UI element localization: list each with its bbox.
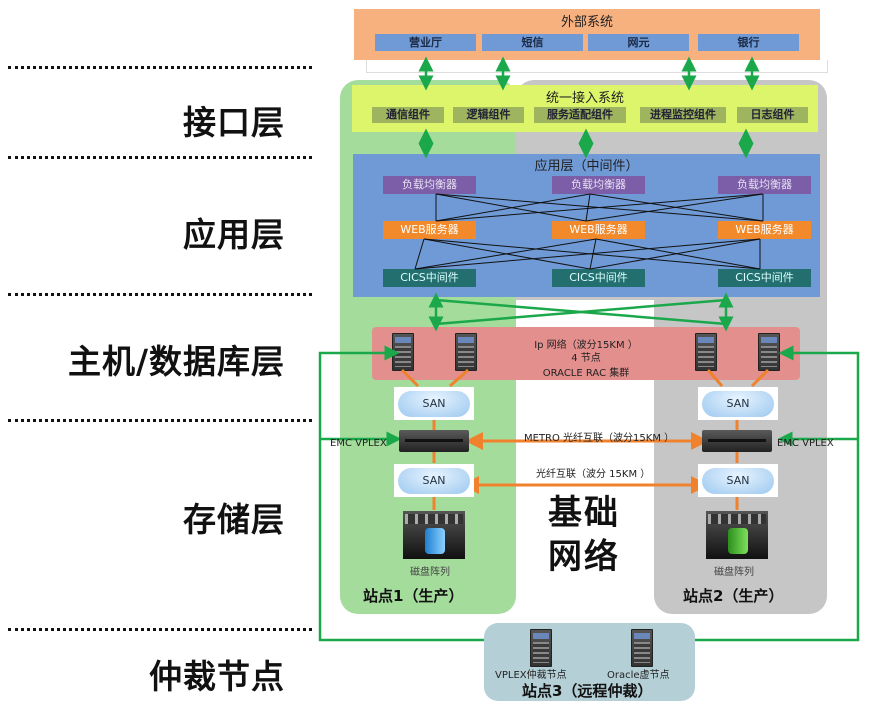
db-node-count-text: 4 节点 xyxy=(571,353,601,364)
external-system-title: 外部系统 xyxy=(560,15,613,30)
load-balancer: 负载均衡器 xyxy=(383,176,476,194)
san-cloud-icon: SAN xyxy=(394,387,474,420)
web-server: WEB服务器 xyxy=(383,221,476,239)
san-cloud-icon: SAN xyxy=(394,464,474,497)
orange-links xyxy=(400,368,770,510)
layer-label-interface: 接口层 xyxy=(183,103,285,142)
unified-access-title: 统一接入系统 xyxy=(545,91,624,106)
disk-array-label: 磁盘阵列 xyxy=(410,567,450,578)
base-network-label: 基础网络 xyxy=(536,491,632,579)
green-links xyxy=(318,56,860,648)
disk-array-label: 磁盘阵列 xyxy=(714,567,754,578)
vplex-label-right: EMC VPLEX xyxy=(777,438,834,449)
application-layer-box: 应用层（中间件） 负载均衡器 负载均衡器 负载均衡器 WEB服务器 WEB服务器… xyxy=(353,154,820,297)
vplex-witness-server-icon xyxy=(530,629,552,667)
vplex-device-icon xyxy=(399,430,469,452)
external-item-sms: 短信 xyxy=(482,34,583,51)
layer-divider xyxy=(8,293,312,296)
component-log: 日志组件 xyxy=(737,107,808,123)
site1-title: 站点1（生产） xyxy=(363,587,464,605)
site2-title: 站点2（生产） xyxy=(683,587,784,605)
external-system-box: 外部系统 营业厅 短信 网元 银行 xyxy=(354,9,820,60)
cics-middleware: CICS中间件 xyxy=(383,269,476,287)
layer-label-storage: 存储层 xyxy=(183,500,285,539)
layer-label-arbitration: 仲裁节点 xyxy=(149,657,285,696)
unified-access-box: 统一接入系统 通信组件 逻辑组件 服务适配组件 进程监控组件 日志组件 xyxy=(352,85,818,132)
vplex-label-left: EMC VPLEX xyxy=(330,438,387,449)
external-item-bank: 银行 xyxy=(698,34,799,51)
link-arbitration-left xyxy=(318,345,535,648)
base-network-line: 网络 xyxy=(548,537,620,577)
component-process-monitor: 进程监控组件 xyxy=(640,107,726,123)
app-mesh-lines xyxy=(414,193,764,270)
layer-divider xyxy=(8,156,312,159)
external-item-network-element: 网元 xyxy=(588,34,689,51)
link-arbitration-right xyxy=(652,345,860,648)
cics-middleware: CICS中间件 xyxy=(718,269,811,287)
vplex-witness-label: VPLEX仲裁节点 xyxy=(495,670,567,681)
site3-title: 站点3（远程仲裁） xyxy=(522,682,653,700)
component-logic: 逻辑组件 xyxy=(453,107,524,123)
disk-array-icon xyxy=(706,511,768,559)
layer-label-application: 应用层 xyxy=(183,215,285,254)
load-balancer: 负载均衡器 xyxy=(718,176,811,194)
fiber-link-label: 光纤互联（波分 15KM ） xyxy=(536,469,651,480)
base-network-line: 基础 xyxy=(548,493,620,533)
external-item-business-hall: 营业厅 xyxy=(375,34,476,51)
application-layer-title: 应用层（中间件） xyxy=(534,159,639,174)
web-server: WEB服务器 xyxy=(718,221,811,239)
layer-divider xyxy=(8,628,312,631)
component-service-adapter: 服务适配组件 xyxy=(534,107,626,123)
layer-label-host-database: 主机/数据库层 xyxy=(67,342,285,381)
layer-divider xyxy=(8,419,312,422)
oracle-virtual-node-label: Oracle虚节点 xyxy=(607,670,670,681)
db-oracle-rac-text: ORACLE RAC 集群 xyxy=(542,368,630,379)
san-cloud-icon: SAN xyxy=(698,464,778,497)
vplex-device-icon xyxy=(702,430,772,452)
component-communication: 通信组件 xyxy=(372,107,444,123)
san-cloud-icon: SAN xyxy=(698,387,778,420)
site3-box: VPLEX仲裁节点 Oracle虚节点 站点3（远程仲裁） xyxy=(484,623,695,701)
load-balancer: 负载均衡器 xyxy=(552,176,645,194)
db-ip-network-text: Ip 网络（波分15KM ） xyxy=(534,340,638,351)
disk-array-icon xyxy=(403,511,465,559)
metro-link-label: METRO 光纤互联（波分15KM ） xyxy=(524,433,675,444)
external-system-shadow xyxy=(366,60,828,73)
layer-divider xyxy=(8,66,312,69)
oracle-virtual-node-server-icon xyxy=(631,629,653,667)
cics-middleware: CICS中间件 xyxy=(552,269,645,287)
web-server: WEB服务器 xyxy=(552,221,645,239)
